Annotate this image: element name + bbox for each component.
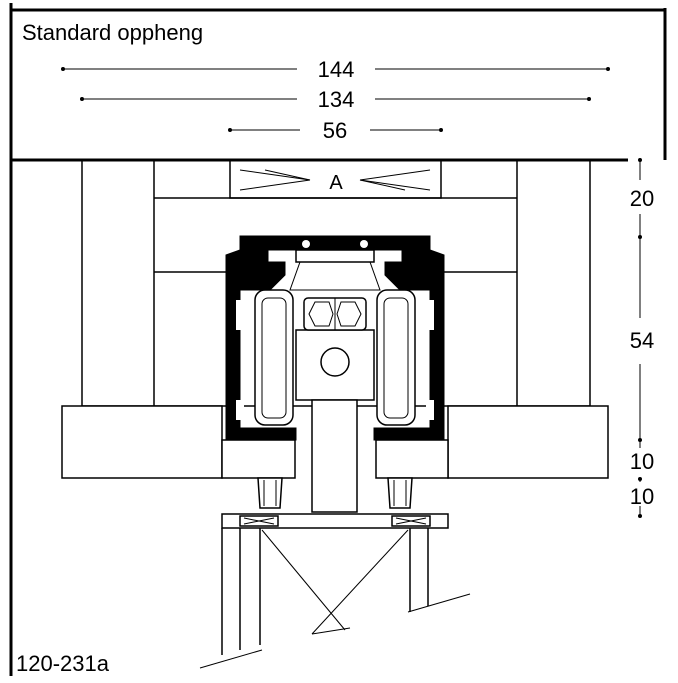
vertical-dimensions: 20 54 10 10 xyxy=(630,158,654,518)
rail-profile xyxy=(225,235,445,441)
dimension-56: 56 xyxy=(228,118,443,143)
horizontal-dimensions: 144 134 56 xyxy=(61,57,610,143)
drawing-code: 120-231a xyxy=(16,651,110,676)
carriage xyxy=(295,297,375,513)
dimension-56-label: 56 xyxy=(323,118,347,143)
spacer-a-label: A xyxy=(329,172,343,194)
dimension-134-label: 134 xyxy=(318,87,355,112)
dimension-10-lower-label: 10 xyxy=(630,484,654,509)
spacer-a: A xyxy=(229,159,442,199)
dimension-144: 144 xyxy=(61,57,610,82)
lower-bars xyxy=(61,405,609,479)
dimension-10-upper-label: 10 xyxy=(630,449,654,474)
dimension-134: 134 xyxy=(80,87,591,112)
hex-nut xyxy=(303,297,367,331)
dimension-144-label: 144 xyxy=(318,57,355,82)
door-panel xyxy=(199,513,471,669)
fasteners xyxy=(257,477,413,509)
drawing-title: Standard oppheng xyxy=(22,20,203,45)
dimension-54-label: 54 xyxy=(630,328,654,353)
dimension-20-label: 20 xyxy=(630,186,654,211)
